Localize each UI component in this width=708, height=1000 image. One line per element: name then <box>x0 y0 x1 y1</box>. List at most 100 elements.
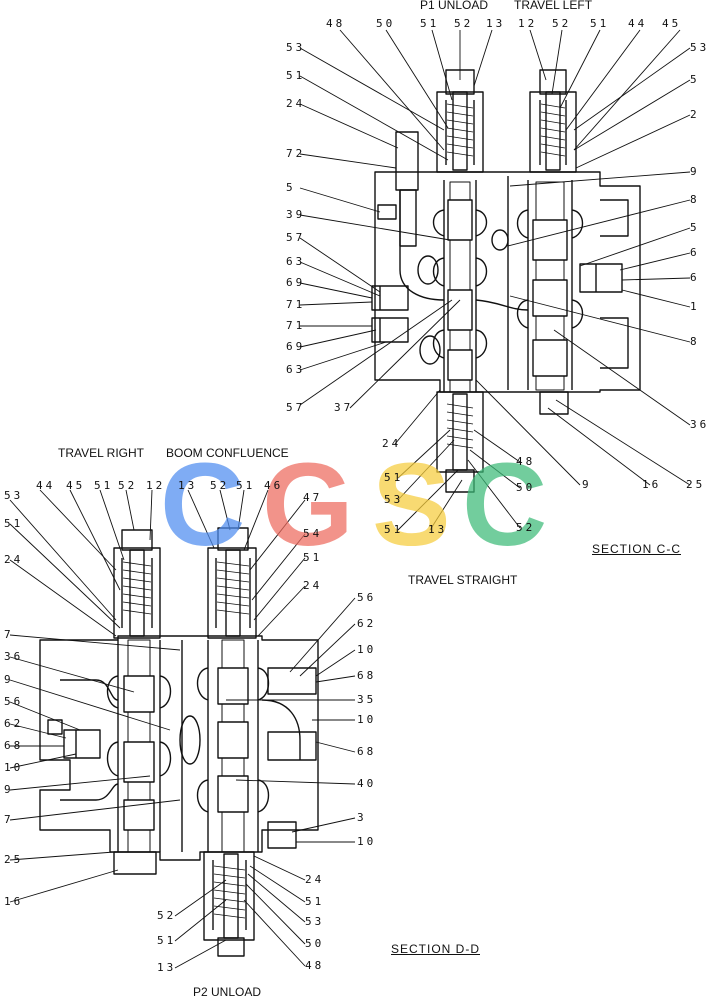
section-dd-body <box>39 527 319 957</box>
part-label: 12 <box>518 17 538 30</box>
section-cc-body <box>371 69 641 493</box>
part-label: 50 <box>376 17 396 30</box>
part-label: 5 <box>690 73 700 86</box>
part-label: 36 <box>4 650 24 663</box>
part-label: 6 <box>690 271 700 284</box>
part-label: 71 <box>286 298 306 311</box>
part-label: 53 <box>4 489 24 502</box>
part-label: 53 <box>286 41 306 54</box>
part-label: 71 <box>286 319 306 332</box>
title-p1-unload: P1 UNLOAD <box>420 0 489 12</box>
watermark-letter-c2: C <box>462 439 548 571</box>
part-label: 52 <box>157 909 177 922</box>
part-label: 3 <box>357 811 367 824</box>
part-label: 13 <box>486 17 506 30</box>
part-label: 53 <box>384 493 404 506</box>
part-label: 63 <box>286 363 306 376</box>
part-label: 51 <box>4 517 24 530</box>
part-label: 12 <box>146 479 166 492</box>
part-label: 10 <box>4 761 24 774</box>
part-label: 72 <box>286 147 306 160</box>
part-label: 57 <box>286 231 306 244</box>
part-label: 24 <box>382 437 402 450</box>
part-label: 51 <box>305 895 325 908</box>
part-label: 46 <box>264 479 284 492</box>
part-label: 62 <box>4 717 24 730</box>
part-label: 9 <box>690 165 700 178</box>
part-label: 51 <box>384 471 404 484</box>
part-label: 62 <box>357 617 377 630</box>
part-label: 51 <box>236 479 256 492</box>
part-label: 39 <box>286 208 306 221</box>
part-label: 47 <box>303 491 323 504</box>
part-label: 51 <box>590 17 610 30</box>
section-dd-caption: SECTION D-D <box>391 942 480 956</box>
part-label: 25 <box>686 478 706 491</box>
part-label: 48 <box>305 959 325 972</box>
part-label: 52 <box>210 479 230 492</box>
part-label: 35 <box>357 693 377 706</box>
part-label: 45 <box>662 17 682 30</box>
part-label: 24 <box>286 97 306 110</box>
part-label: 53 <box>305 915 325 928</box>
part-label: 68 <box>4 739 24 752</box>
part-label: 13 <box>428 523 448 536</box>
part-label: 25 <box>4 853 24 866</box>
part-label: 24 <box>303 579 323 592</box>
part-label: 5 <box>690 221 700 234</box>
part-label: 44 <box>36 479 56 492</box>
part-label: 9 <box>4 783 14 796</box>
title-travel-right: TRAVEL RIGHT <box>58 446 145 460</box>
part-label: 1 <box>690 300 700 313</box>
part-label: 68 <box>357 745 377 758</box>
part-label: 13 <box>157 961 177 974</box>
title-travel-straight: TRAVEL STRAIGHT <box>408 573 518 587</box>
watermark-letter-s: S <box>372 439 451 571</box>
part-label: 10 <box>357 713 377 726</box>
part-label: 24 <box>305 873 325 886</box>
part-label: 10 <box>357 643 377 656</box>
part-label: 51 <box>286 69 306 82</box>
part-label: 7 <box>4 628 14 641</box>
part-label: 48 <box>326 17 346 30</box>
part-label: 68 <box>357 669 377 682</box>
part-label: 8 <box>690 335 700 348</box>
part-label: 51 <box>157 934 177 947</box>
part-label: 13 <box>178 479 198 492</box>
part-label: 63 <box>286 255 306 268</box>
part-label: 52 <box>552 17 572 30</box>
title-travel-left: TRAVEL LEFT <box>514 0 593 12</box>
part-label: 48 <box>516 455 536 468</box>
part-label: 51 <box>94 479 114 492</box>
part-label: 16 <box>642 478 662 491</box>
part-label: 45 <box>66 479 86 492</box>
part-label: 52 <box>118 479 138 492</box>
watermark-letter-c1: C <box>160 439 246 571</box>
part-label: 9 <box>4 673 14 686</box>
part-label: 51 <box>303 551 323 564</box>
part-label: 5 <box>286 181 296 194</box>
part-label: 56 <box>357 591 377 604</box>
part-label: 57 <box>286 401 306 414</box>
part-label: 50 <box>305 937 325 950</box>
part-label: 52 <box>516 521 536 534</box>
watermark-letter-g: G <box>262 439 354 571</box>
part-label: 69 <box>286 340 306 353</box>
part-label: 7 <box>4 813 14 826</box>
part-label: 40 <box>357 777 377 790</box>
part-label: 6 <box>690 246 700 259</box>
title-boom-confluence: BOOM CONFLUENCE <box>166 446 289 460</box>
title-p2-unload: P2 UNLOAD <box>193 985 262 999</box>
part-label: 51 <box>420 17 440 30</box>
part-label: 69 <box>286 276 306 289</box>
part-label: 50 <box>516 481 536 494</box>
part-label: 24 <box>4 553 24 566</box>
part-label: 9 <box>582 478 592 491</box>
part-label: 8 <box>690 193 700 206</box>
part-label: 44 <box>628 17 648 30</box>
part-label: 10 <box>357 835 377 848</box>
part-label: 51 <box>384 523 404 536</box>
part-label: 2 <box>690 108 700 121</box>
part-label: 16 <box>4 895 24 908</box>
